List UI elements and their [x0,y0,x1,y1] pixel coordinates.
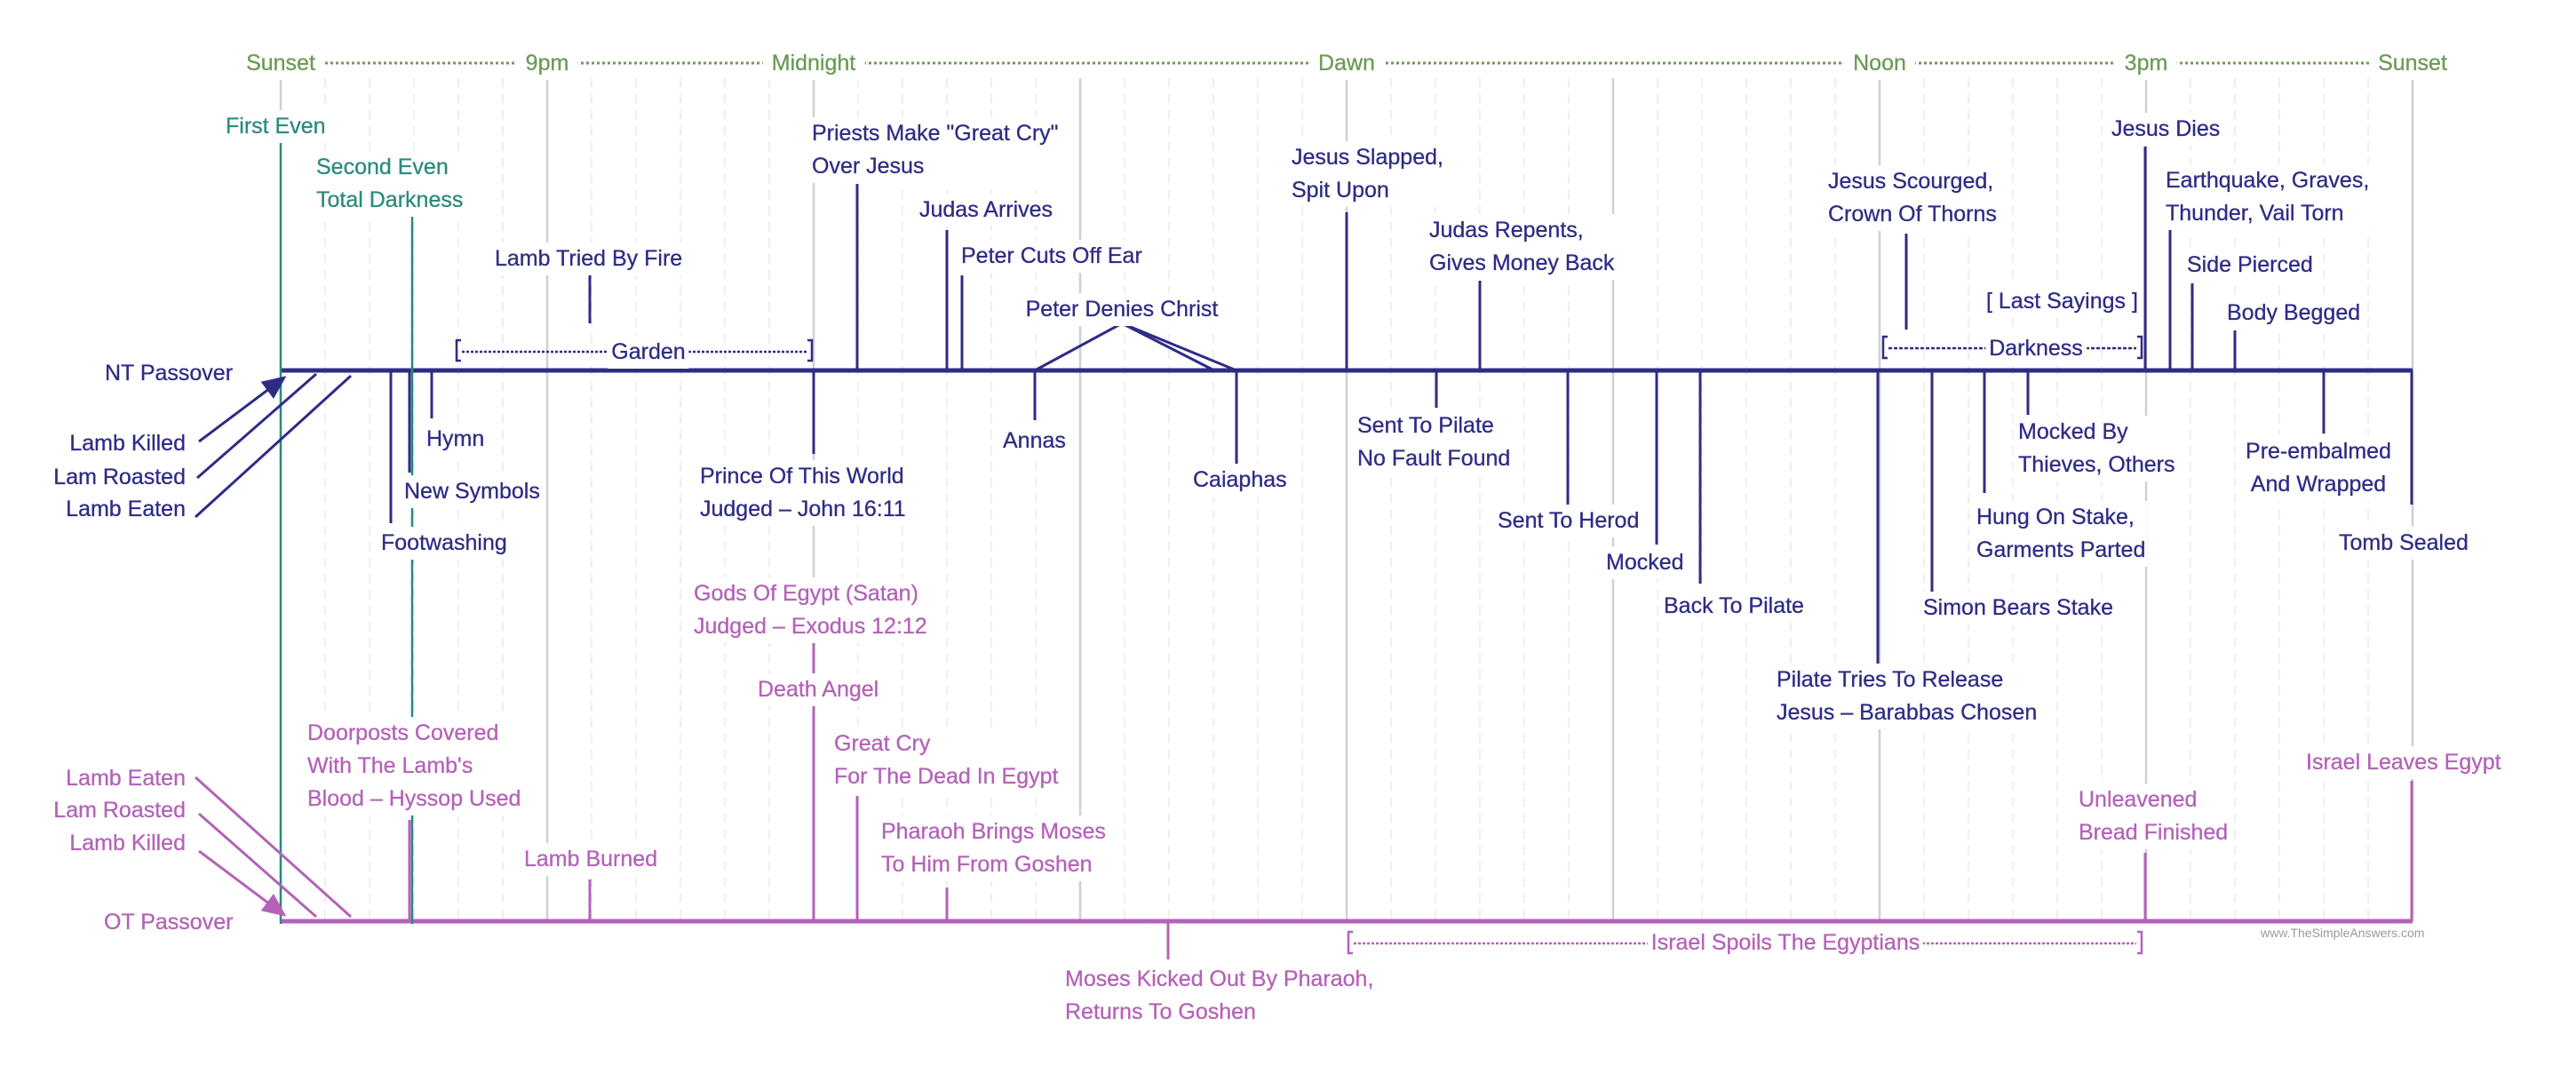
jesus-scourged: Jesus Scourged,Crown Of Thorns [1826,165,1999,231]
judas-repents: Judas Repents,Gives Money Back [1427,214,1617,280]
earthquake: Earthquake, Graves,Thunder, Vail Torn [2164,164,2372,230]
time-label-dawn: Dawn [1309,47,1384,80]
hymn: Hymn [425,423,487,456]
israel-leaves-egypt: Israel Leaves Egypt [2304,746,2503,779]
hung-on-stake: Hung On Stake,Garments Parted [1975,501,2148,567]
simon-bears-stake: Simon Bears Stake [1921,592,2115,624]
nt-event-lines [194,147,2413,664]
israel-spoils-label: Israel Spoils The Egyptians [1647,927,1924,959]
ot-lamb-killed: Lamb Killed [68,827,187,860]
annas: Annas [1001,425,1068,457]
footwashing: Footwashing [379,527,509,560]
peter-cuts-off-ear: Peter Cuts Off Ear [959,240,1144,273]
nt-passover-label: NT Passover [103,357,235,390]
first-even-label: First Even [224,110,328,143]
ot-lamb-roasted: Lam Roasted [52,794,187,827]
garden-label: Garden [608,336,689,369]
lamb-burned: Lamb Burned [522,843,660,876]
gods-of-egypt-judged: Gods Of Egypt (Satan)Judged – Exodus 12:… [692,577,929,643]
watermark: www.TheSimpleAnswers.com [2261,926,2425,940]
time-label-sunset: Sunset [237,47,324,80]
new-symbols: New Symbols [402,475,542,508]
ot-passover-label: OT Passover [102,906,235,939]
jesus-dies: Jesus Dies [2110,113,2222,146]
judas-arrives: Judas Arrives [918,194,1055,227]
back-to-pilate: Back To Pilate [1662,590,1806,623]
body-begged: Body Begged [2225,297,2363,330]
ot-event-lines [194,641,2413,959]
time-label-3pm: 3pm [2115,47,2177,80]
jesus-slapped: Jesus Slapped,Spit Upon [1290,141,1445,207]
priests-great-cry: Priests Make "Great Cry"Over Jesus [810,117,1061,183]
darkness-label: Darkness [1985,332,2087,365]
side-pierced: Side Pierced [2185,249,2315,282]
nt-lamb-killed: Lamb Killed [68,427,187,460]
ot-lamb-eaten: Lamb Eaten [64,762,187,795]
time-label-noon: Noon [1844,47,1915,80]
caiaphas: Caiaphas [1191,464,1289,497]
last-sayings: [ Last Sayings ] [1984,285,2140,318]
nt-lamb-eaten: Lamb Eaten [64,493,187,526]
lamb-tried-by-fire: Lamb Tried By Fire [493,243,685,275]
peter-denies-christ: Peter Denies Christ [1023,293,1220,326]
mocked: Mocked [1604,546,1686,579]
sent-to-herod: Sent To Herod [1496,505,1642,537]
death-angel: Death Angel [756,673,881,706]
nt-lamb-roasted: Lam Roasted [52,461,187,494]
garden-bracket [455,338,814,362]
time-label-9pm: 9pm [516,47,578,80]
tomb-sealed: Tomb Sealed [2337,527,2470,560]
moses-kicked-out: Moses Kicked Out By Pharaoh,Returns To G… [1063,963,1376,1029]
time-label-sunset-end: Sunset [2369,47,2456,80]
time-label-midnight: Midnight [762,47,865,80]
